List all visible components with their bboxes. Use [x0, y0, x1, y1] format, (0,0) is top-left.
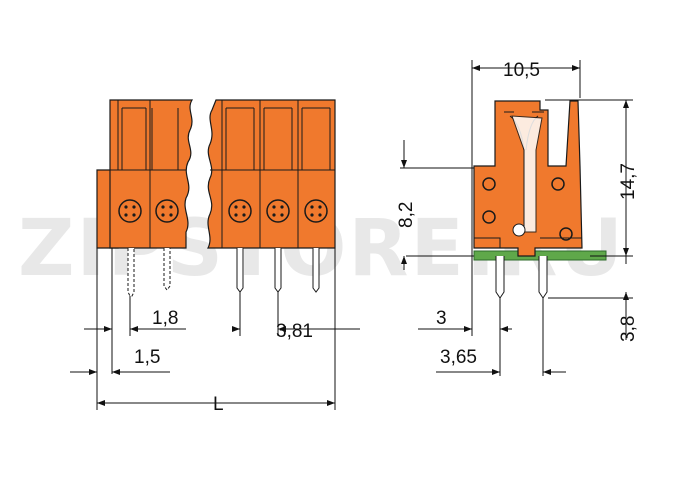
side-hole: [551, 177, 565, 191]
dim-pitch-small-label: 1,8: [152, 308, 178, 329]
dim-height-total-label: 14,7: [618, 163, 639, 200]
dim-pin-offset-2-label: 3,65: [440, 347, 477, 368]
dim-height-total: 14,7: [618, 100, 639, 256]
pin: [127, 248, 135, 297]
dim-pitch-small: 1,8: [84, 308, 186, 332]
dim-pitch-label: 3,81: [276, 321, 313, 342]
wire-hole: [228, 199, 252, 223]
dim-pin-length: 3,8: [618, 256, 639, 342]
side-hole: [559, 227, 573, 241]
dim-pitch: 3,81: [232, 321, 360, 342]
clamp-hole: [512, 223, 526, 237]
housing-slots: [110, 100, 335, 248]
pin: [163, 248, 171, 291]
pin: [274, 248, 282, 293]
dim-pin-length-label: 3,8: [618, 316, 639, 342]
dim-width-label: 10,5: [503, 60, 540, 81]
dim-length-label: L: [213, 394, 224, 415]
side-view: 10,5 14,7 8,2 3: [396, 60, 639, 376]
wire-hole: [118, 199, 142, 223]
side-extension-lines: [400, 60, 633, 376]
front-view: 1,8 3,81 1,5 L: [70, 99, 360, 415]
dim-length: L: [97, 394, 335, 415]
dim-pin-offset-1-label: 3: [436, 308, 447, 329]
wire-hole: [304, 199, 328, 223]
dim-offset: 1,5: [70, 347, 170, 375]
dim-height-to-hole-label: 8,2: [396, 202, 417, 228]
dim-offset-label: 1,5: [134, 347, 160, 368]
wire-hole: [266, 199, 290, 223]
wire-entry-holes: [118, 199, 328, 223]
side-pin: [538, 256, 548, 299]
side-hole: [482, 210, 496, 224]
side-hole: [482, 177, 496, 191]
dim-width: 10,5: [472, 60, 580, 81]
pin: [312, 248, 320, 293]
housing-right: [207, 99, 336, 249]
pin: [236, 248, 244, 293]
dim-height-to-hole: 8,2: [396, 140, 417, 270]
dim-pin-offset-2: 3,65: [436, 347, 566, 375]
clamp-spring: [511, 115, 543, 233]
dim-pin-offset-1: 3: [418, 308, 512, 332]
wire-hole: [155, 199, 179, 223]
side-pin: [495, 256, 505, 299]
